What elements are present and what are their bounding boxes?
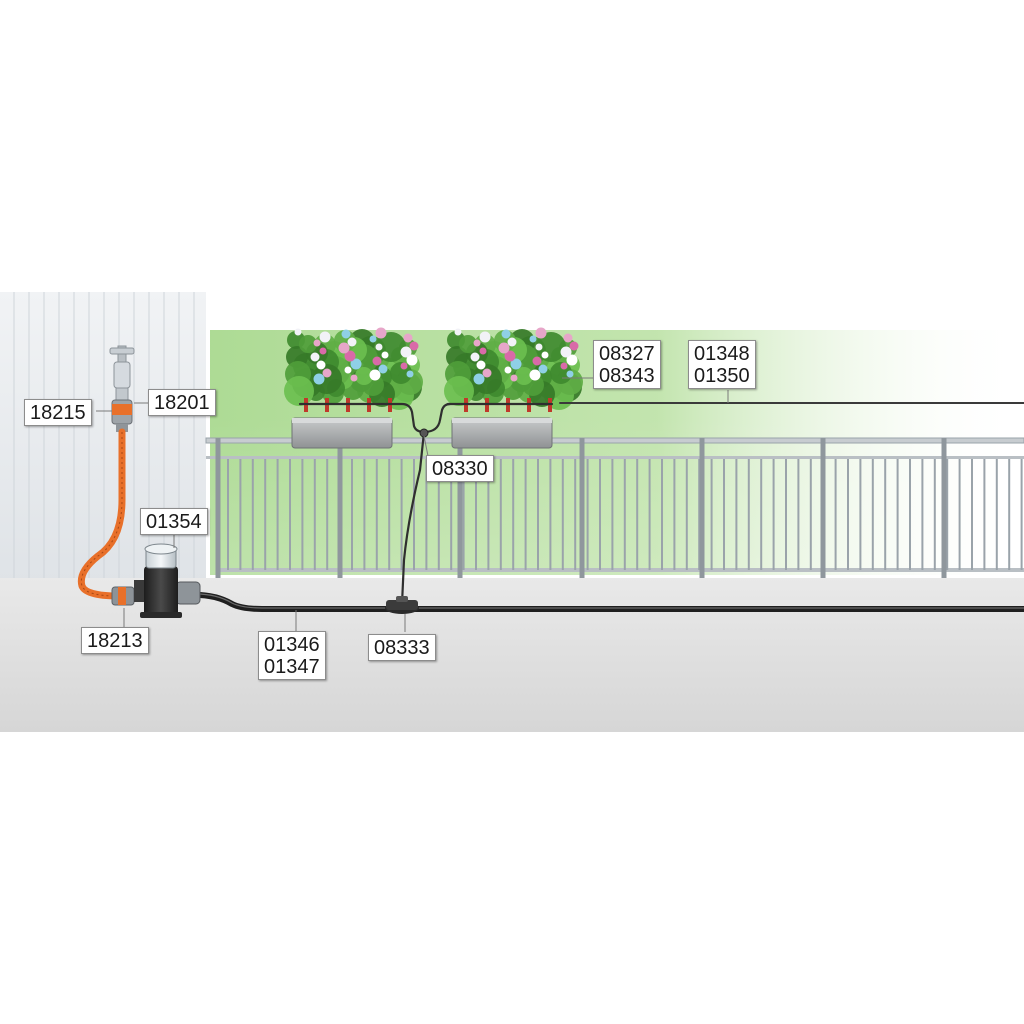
- tap-icon: [109, 345, 135, 403]
- label-08330: 08330: [426, 455, 494, 482]
- label-08330-line-1: 08330: [432, 458, 488, 480]
- label-01346-01347: 01346 01347: [258, 631, 326, 680]
- label-18201: 18201: [148, 389, 216, 416]
- main-pipe: [187, 591, 1024, 612]
- drip-line-left: [298, 402, 426, 434]
- label-01354: 01354: [140, 508, 208, 535]
- label-01348-01350-line-1: 01348: [694, 343, 750, 365]
- label-01354-line-1: 01354: [146, 511, 202, 533]
- label-08327-08343: 08327 08343: [593, 340, 661, 389]
- planter-boxes: [284, 327, 583, 449]
- pump-unit: [134, 543, 201, 618]
- railing: [205, 437, 1024, 578]
- orange-hose: [77, 428, 126, 600]
- riser-pipe: [400, 430, 426, 606]
- label-01348-01350: 01348 01350: [688, 340, 756, 389]
- drip-pipes: [298, 402, 1024, 606]
- label-18201-line-1: 18201: [154, 392, 210, 414]
- label-08327-08343-line-2: 08343: [599, 365, 655, 387]
- distributor-unit: [385, 596, 419, 614]
- label-18213-line-1: 18213: [87, 630, 143, 652]
- label-18215: 18215: [24, 399, 92, 426]
- label-08333-line-1: 08333: [374, 637, 430, 659]
- t-connector: [419, 428, 429, 438]
- label-01348-01350-line-2: 01350: [694, 365, 750, 387]
- label-01346-01347-line-2: 01347: [264, 656, 320, 678]
- label-08333: 08333: [368, 634, 436, 661]
- label-18213: 18213: [81, 627, 149, 654]
- hose-connector-icon: [111, 399, 133, 432]
- label-08327-08343-line-1: 08327: [599, 343, 655, 365]
- label-18215-line-1: 18215: [30, 402, 86, 424]
- label-01346-01347-line-1: 01346: [264, 634, 320, 656]
- leader-lines: [96, 377, 729, 632]
- wooden-wall: [0, 292, 206, 582]
- drip-line-joint: [422, 402, 452, 434]
- coupling-connector-icon: [111, 586, 135, 606]
